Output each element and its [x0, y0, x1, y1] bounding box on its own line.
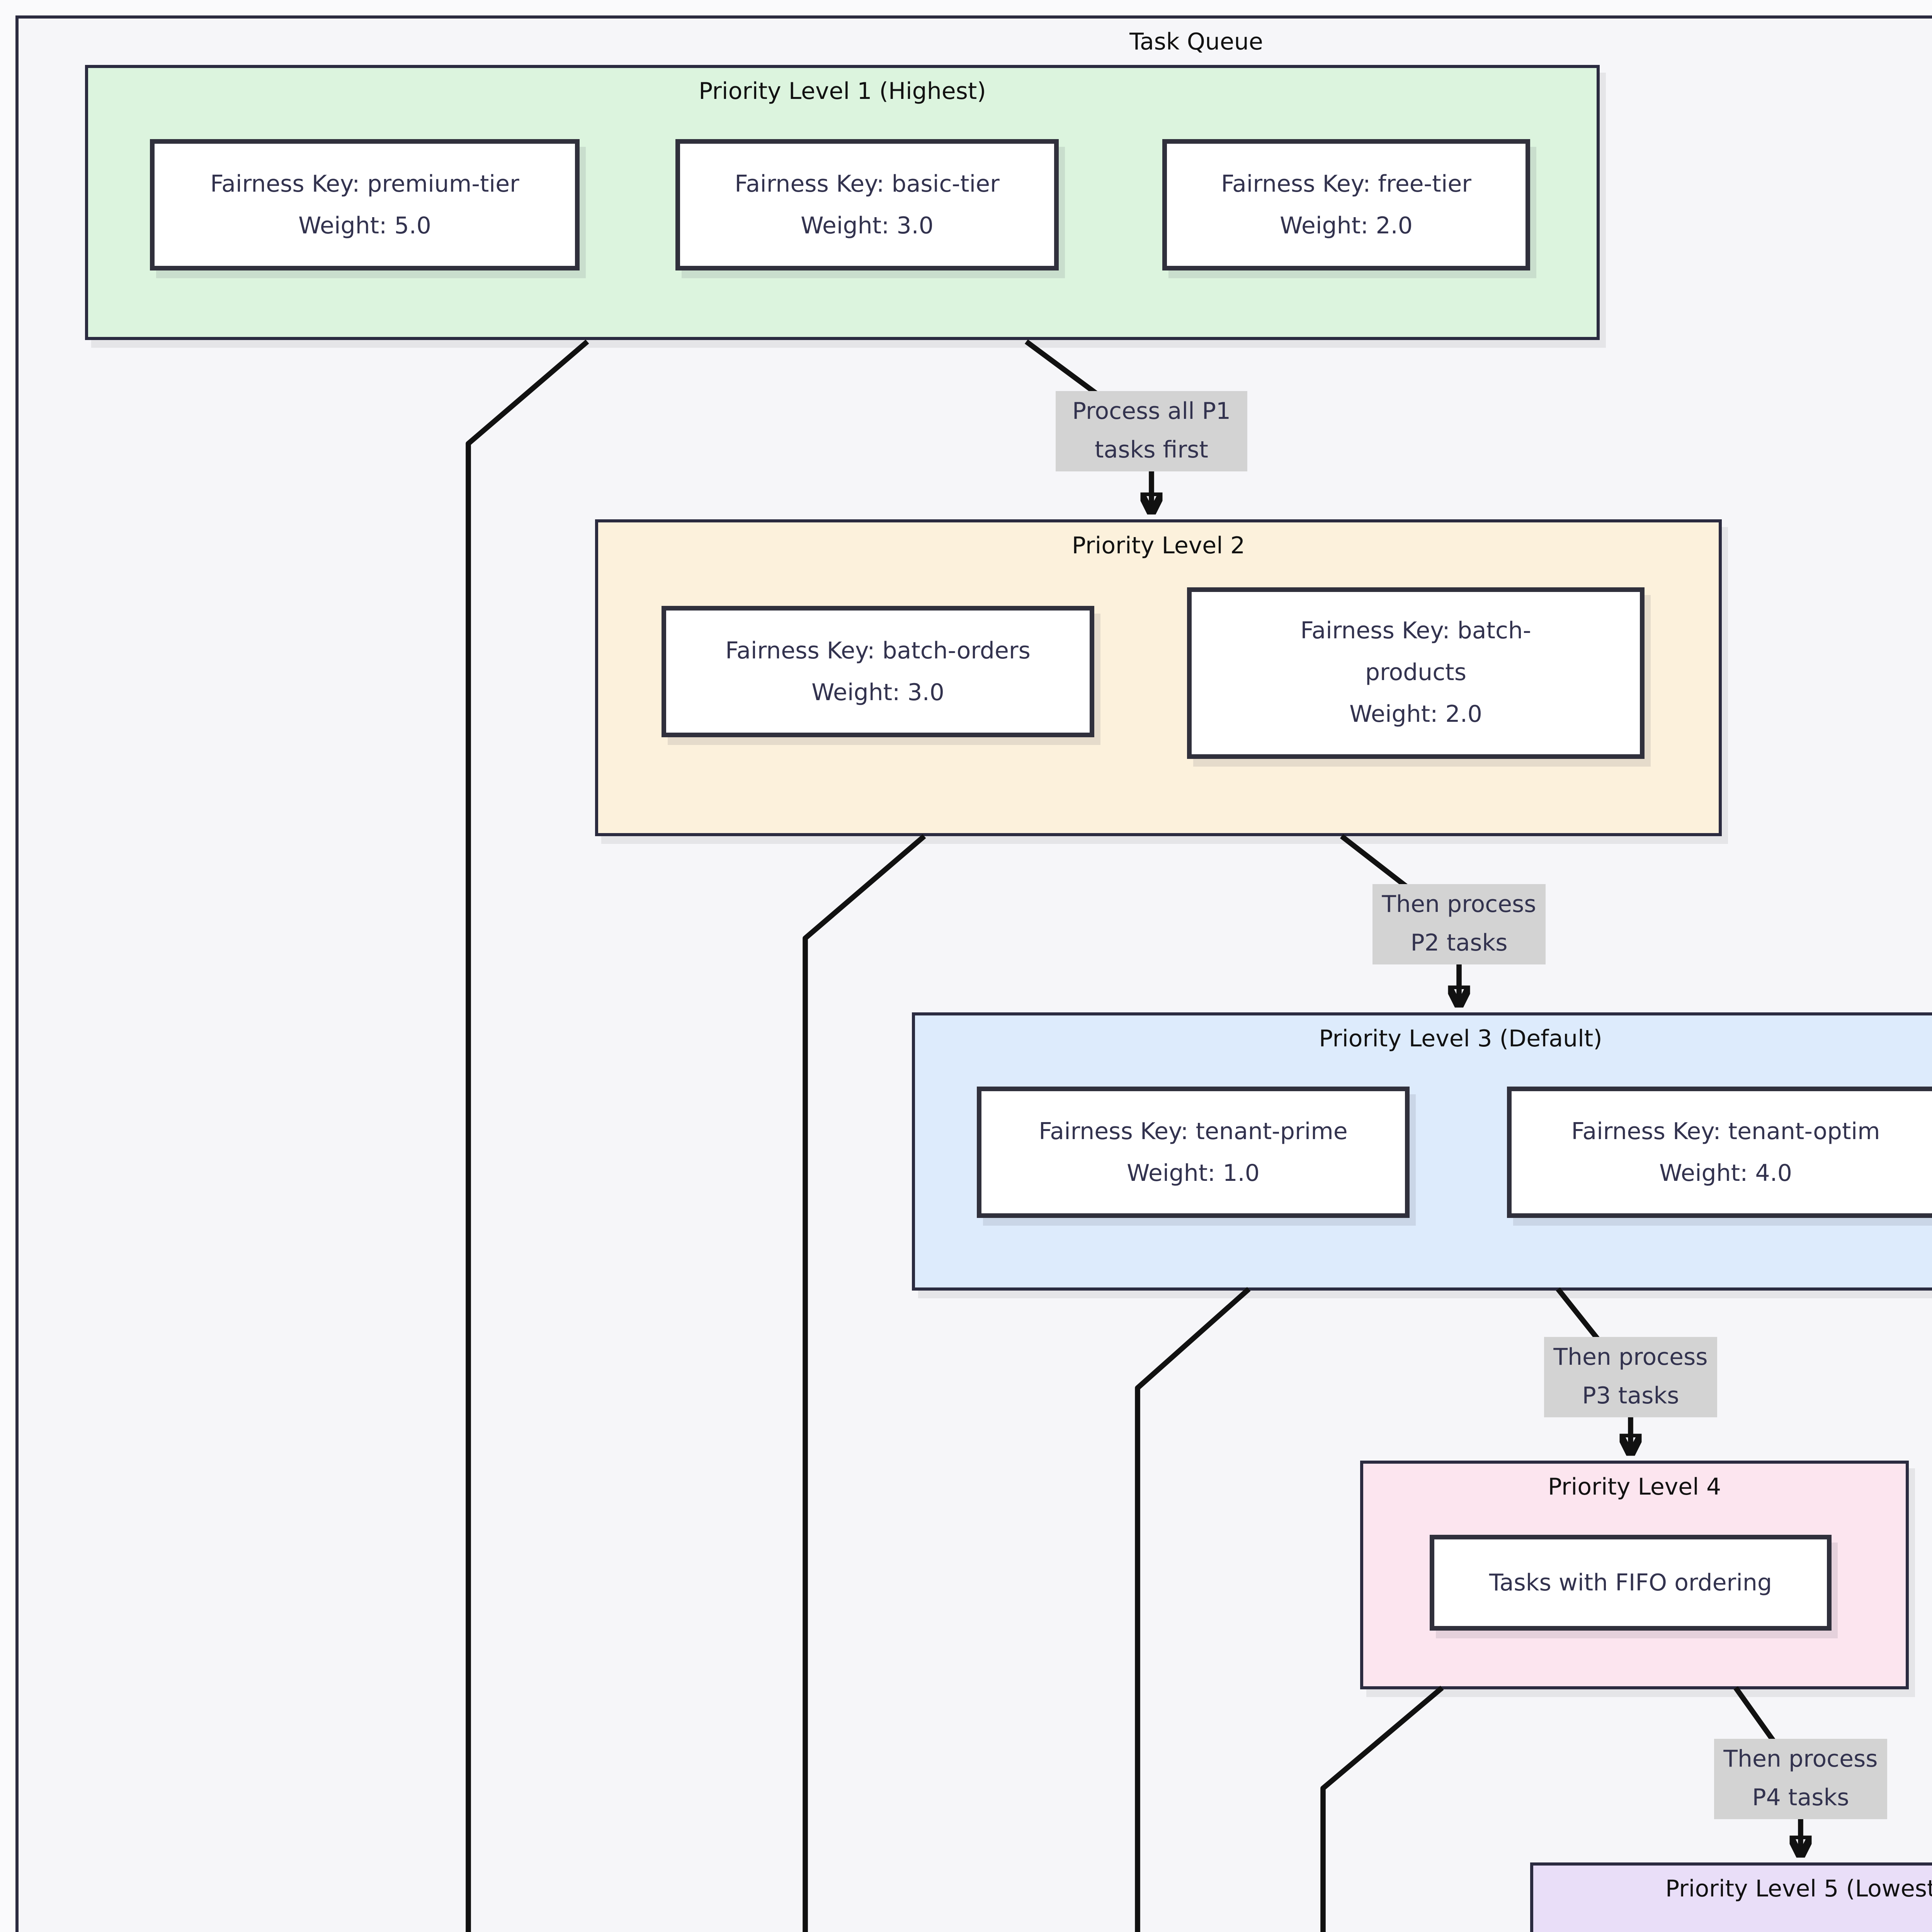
node-free-tier-weight: Weight: 2.0	[1280, 211, 1413, 239]
node-batch-orders-key: Fairness Key: batch-orders	[725, 636, 1031, 664]
priority-level-2-title: Priority Level 2	[1071, 532, 1245, 560]
priority-level-5-title: Priority Level 5 (Lowest)	[1665, 1875, 1932, 1903]
edge-label-p2-p3-line2: P2 tasks	[1410, 929, 1508, 956]
node-batch-products-weight: Weight: 2.0	[1349, 700, 1482, 728]
node-premium-tier-key: Fairness Key: premium-tier	[210, 169, 519, 197]
node-tenant-prime: Fairness Key: tenant-prime Weight: 1.0	[977, 1087, 1410, 1218]
priority-level-1-title: Priority Level 1 (Highest)	[699, 77, 986, 105]
node-tenant-optim-key: Fairness Key: tenant-optim	[1571, 1117, 1880, 1145]
node-basic-tier: Fairness Key: basic-tier Weight: 3.0	[675, 139, 1059, 270]
node-tenant-optim-weight: Weight: 4.0	[1659, 1158, 1792, 1186]
edge-label-p3-p4: Then process P3 tasks	[1544, 1337, 1717, 1417]
node-fifo-p4: Tasks with FIFO ordering	[1430, 1535, 1832, 1631]
edge-label-p3-p4-line1: Then process	[1553, 1343, 1708, 1371]
node-tenant-prime-key: Fairness Key: tenant-prime	[1039, 1117, 1348, 1145]
priority-level-5-container: Priority Level 5 (Lowest)	[1530, 1862, 1932, 1932]
node-basic-tier-key: Fairness Key: basic-tier	[735, 169, 1000, 197]
edge-label-p4-p5: Then process P4 tasks	[1714, 1739, 1887, 1818]
node-free-tier-key: Fairness Key: free-tier	[1221, 169, 1471, 197]
node-free-tier: Fairness Key: free-tier Weight: 2.0	[1162, 139, 1530, 270]
edge-label-p1-p2: Process all P1 tasks first	[1056, 391, 1247, 471]
edge-label-p4-p5-line2: P4 tasks	[1752, 1783, 1849, 1811]
node-batch-products-key: Fairness Key: batch-products	[1300, 617, 1531, 686]
edge-label-p4-p5-line1: Then process	[1723, 1745, 1878, 1773]
node-batch-orders-weight: Weight: 3.0	[811, 678, 944, 706]
node-batch-products: Fairness Key: batch-products Weight: 2.0	[1187, 587, 1645, 759]
node-tenant-prime-weight: Weight: 1.0	[1127, 1158, 1260, 1186]
edge-label-p2-p3: Then process P2 tasks	[1372, 884, 1546, 964]
edge-label-p1-p2-line2: tasks first	[1095, 435, 1208, 463]
edge-label-p3-p4-line2: P3 tasks	[1582, 1381, 1679, 1409]
priority-level-4-title: Priority Level 4	[1548, 1473, 1721, 1501]
task-queue-title: Task Queue	[1129, 28, 1263, 56]
edge-label-p2-p3-line1: Then process	[1382, 890, 1536, 918]
priority-level-3-title: Priority Level 3 (Default)	[1319, 1025, 1602, 1053]
edge-label-p1-p2-line1: Process all P1	[1072, 397, 1231, 425]
node-tenant-optim: Fairness Key: tenant-optim Weight: 4.0	[1507, 1087, 1932, 1218]
node-premium-tier-weight: Weight: 5.0	[298, 211, 431, 239]
node-premium-tier: Fairness Key: premium-tier Weight: 5.0	[150, 139, 580, 270]
node-batch-orders: Fairness Key: batch-orders Weight: 3.0	[662, 606, 1094, 737]
node-basic-tier-weight: Weight: 3.0	[801, 211, 934, 239]
node-fifo-p4-label: Tasks with FIFO ordering	[1489, 1568, 1772, 1596]
